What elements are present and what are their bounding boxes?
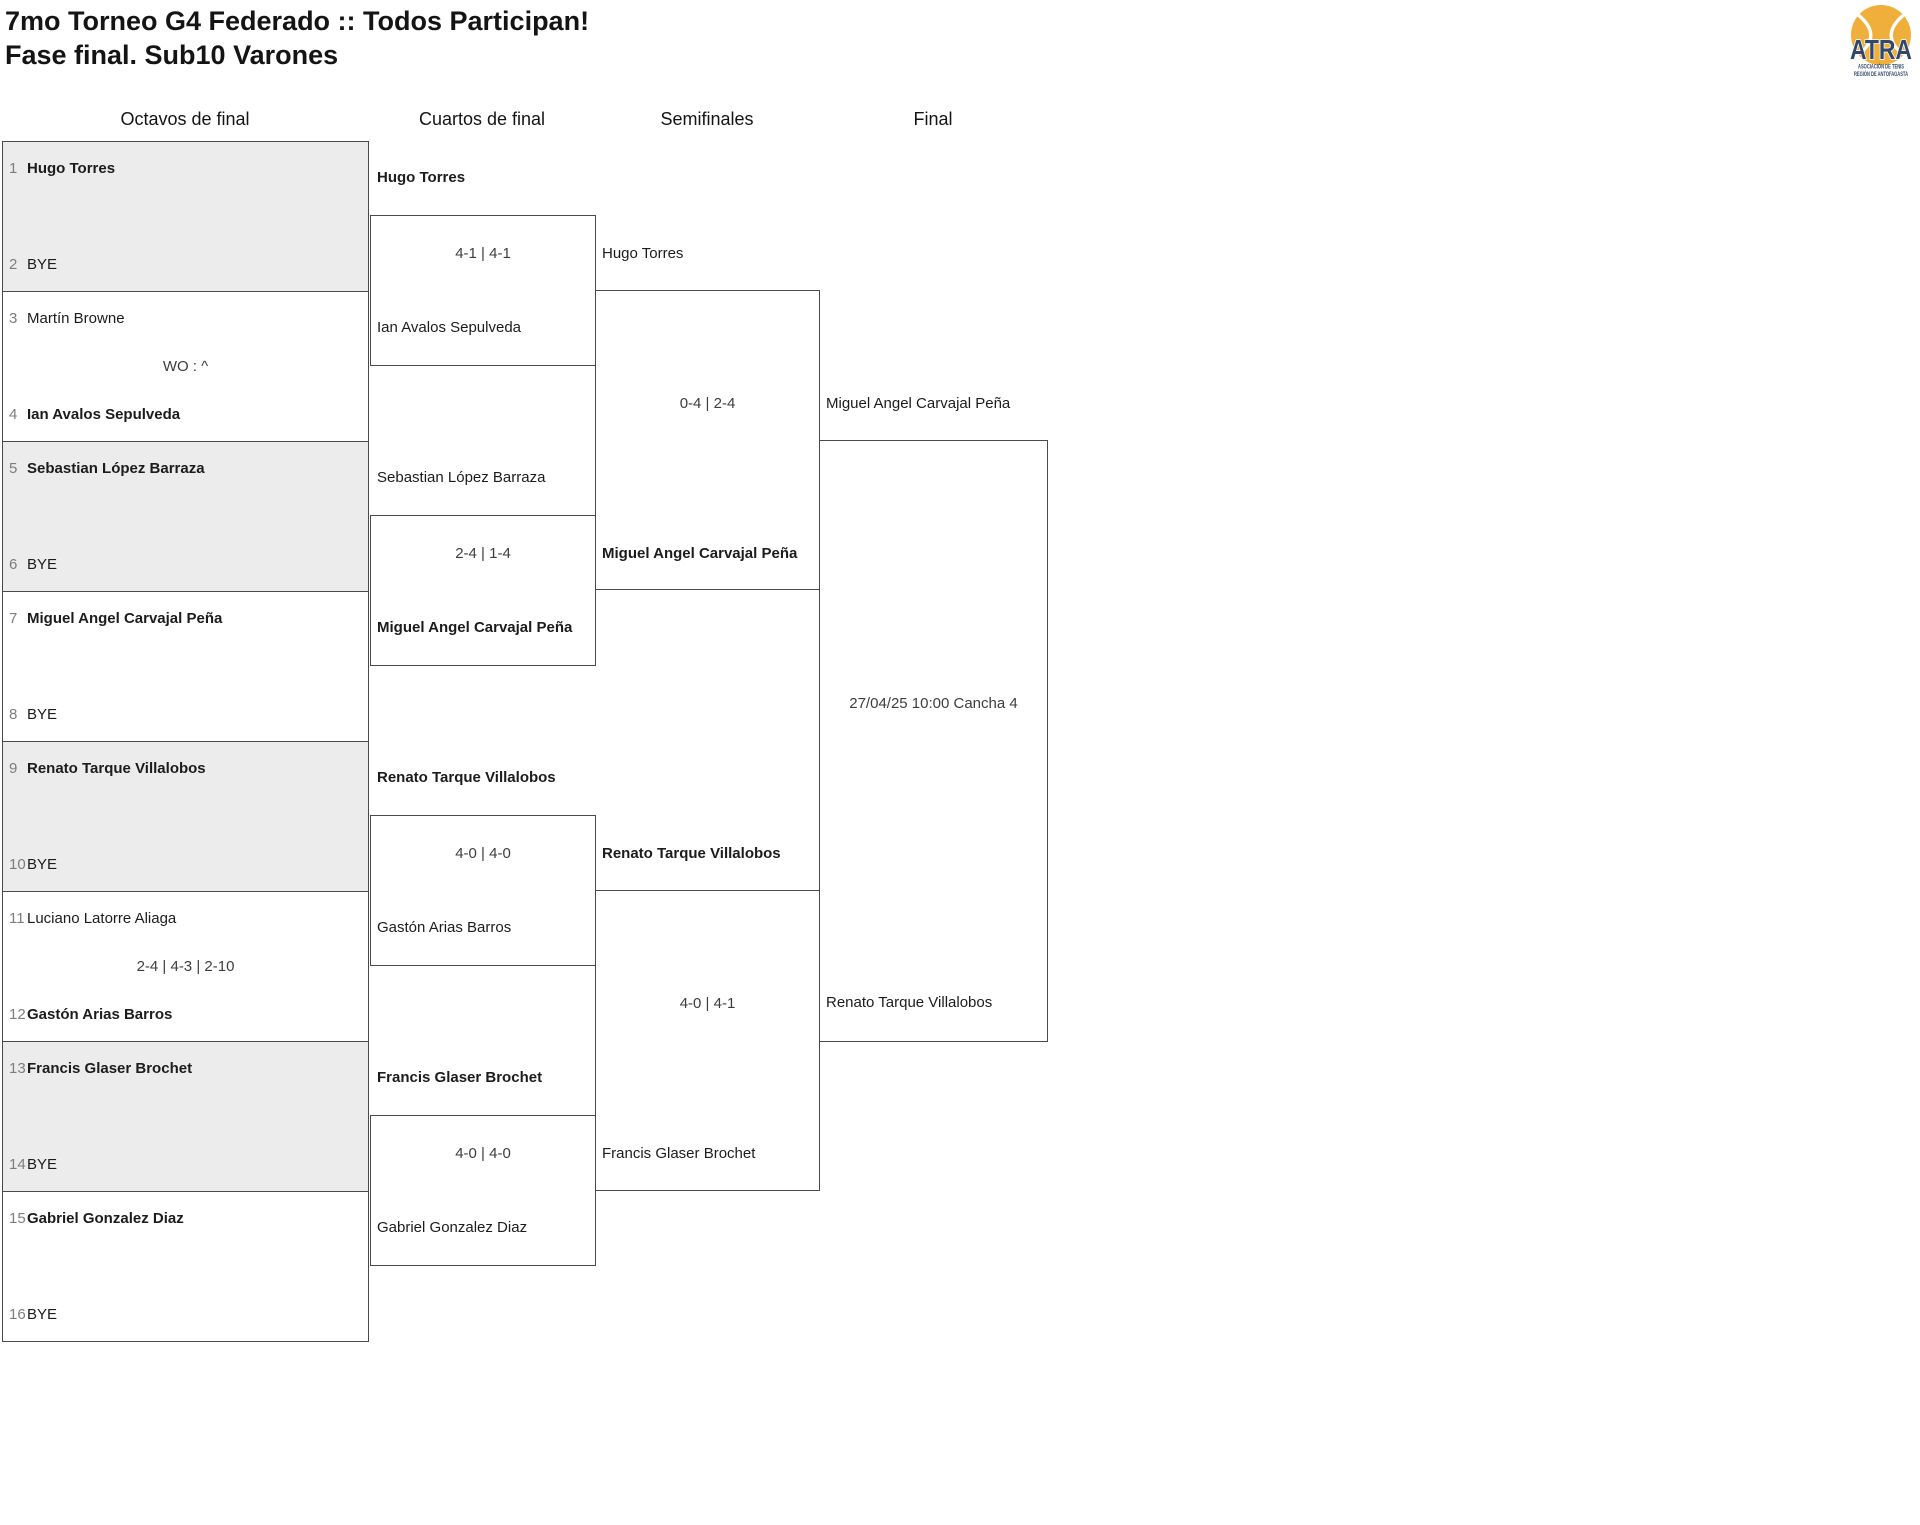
player-name: Luciano Latorre Aliaga bbox=[27, 910, 177, 927]
player-name: Renato Tarque Villalobos bbox=[602, 845, 781, 862]
sf-match-1: Hugo Torres 0-4 | 2-4 Miguel Angel Carva… bbox=[595, 245, 820, 590]
seed-number: 3 bbox=[9, 310, 18, 327]
atra-subtitle-line1: ASOCIACIÓN DE TENIS bbox=[1858, 63, 1904, 71]
bracket-slot-9: 9 Renato Tarque Villalobos bbox=[3, 760, 368, 778]
tournament-title-line1: 7mo Torneo G4 Federado :: Todos Particip… bbox=[5, 6, 590, 36]
seed-number: 5 bbox=[9, 460, 18, 477]
round-header-final: Final bbox=[913, 109, 953, 129]
player-name: Gastón Arias Barros bbox=[27, 1006, 173, 1023]
seed-number: 7 bbox=[9, 610, 18, 627]
bracket-slot-7: 7 Miguel Angel Carvajal Peña bbox=[3, 610, 368, 628]
player-name: BYE bbox=[27, 256, 58, 273]
player-name: Renato Tarque Villalobos bbox=[377, 769, 556, 786]
player-name: Hugo Torres bbox=[602, 245, 684, 262]
player-name: BYE bbox=[27, 1306, 58, 1323]
player-name: BYE bbox=[27, 556, 58, 573]
seed-number: 6 bbox=[9, 556, 18, 573]
atra-subtitle-line2: REGIÓN DE ANTOFAGASTA bbox=[1854, 70, 1908, 78]
player-name: Francis Glaser Brochet bbox=[27, 1060, 193, 1077]
player-name: Renato Tarque Villalobos bbox=[27, 760, 206, 777]
seed-number: 4 bbox=[9, 406, 18, 423]
atra-acronym: ATRA bbox=[1850, 34, 1912, 65]
player-name: Miguel Angel Carvajal Peña bbox=[377, 619, 573, 636]
atra-logo: ATRA ASOCIACIÓN DE TENIS REGIÓN DE ANTOF… bbox=[1845, 2, 1917, 82]
player-name: Hugo Torres bbox=[377, 169, 466, 186]
player-name: BYE bbox=[27, 856, 58, 873]
bracket-slot-2: 2 BYE bbox=[3, 256, 368, 274]
r16-match-15-16: 15 Gabriel Gonzalez Diaz 16 BYE bbox=[2, 1191, 369, 1342]
seed-number: 2 bbox=[9, 256, 18, 273]
player-name: Francis Glaser Brochet bbox=[602, 1145, 756, 1162]
bracket-slot-15: 15 Gabriel Gonzalez Diaz bbox=[3, 1210, 368, 1228]
bracket-slot-3: 3 Martín Browne bbox=[3, 310, 368, 328]
match-score: 2-4 | 1-4 bbox=[455, 545, 511, 562]
seed-number: 15 bbox=[9, 1210, 26, 1227]
seed-number: 16 bbox=[9, 1306, 26, 1323]
bracket-slot-16: 16 BYE bbox=[3, 1306, 368, 1324]
seed-number: 9 bbox=[9, 760, 18, 777]
r16-match-11-12: 11 Luciano Latorre Aliaga 2-4 | 4-3 | 2-… bbox=[2, 891, 369, 1042]
r16-match-13-14: 13 Francis Glaser Brochet 14 BYE bbox=[2, 1041, 369, 1192]
player-name: Miguel Angel Carvajal Peña bbox=[27, 610, 223, 627]
bracket-slot-6: 6 BYE bbox=[3, 556, 368, 574]
bracket-slot-12: 12 Gastón Arias Barros bbox=[3, 1006, 368, 1024]
bracket-slot-4: 4 Ian Avalos Sepulveda bbox=[3, 406, 368, 424]
player-name: Martín Browne bbox=[27, 310, 125, 327]
player-name: Ian Avalos Sepulveda bbox=[27, 406, 181, 423]
match-score: 4-0 | 4-0 bbox=[455, 1145, 511, 1162]
player-name: Gabriel Gonzalez Diaz bbox=[27, 1210, 184, 1227]
final-schedule: 27/04/25 10:00 Cancha 4 bbox=[849, 695, 1018, 712]
player-name: Miguel Angel Carvajal Peña bbox=[826, 395, 1011, 412]
match-score: 4-0 | 4-1 bbox=[679, 995, 736, 1012]
seed-number: 12 bbox=[9, 1006, 26, 1023]
round-header-octavos: Octavos de final bbox=[120, 109, 250, 129]
final-match: Miguel Angel Carvajal Peña 27/04/25 10:0… bbox=[819, 395, 1048, 1042]
seed-number: 10 bbox=[9, 856, 26, 873]
match-score: 4-0 | 4-0 bbox=[455, 845, 511, 862]
r16-match-3-4: 3 Martín Browne WO : ^ 4 Ian Avalos Sepu… bbox=[2, 291, 369, 442]
match-score: 2-4 | 4-3 | 2-10 bbox=[136, 958, 235, 975]
player-name: Hugo Torres bbox=[27, 160, 116, 177]
r16-match-9-10: 9 Renato Tarque Villalobos 10 BYE bbox=[2, 741, 369, 892]
round-header-semifinales: Semifinales bbox=[660, 109, 754, 129]
seed-number: 8 bbox=[9, 706, 18, 723]
seed-number: 1 bbox=[9, 160, 18, 177]
player-name: Sebastian López Barraza bbox=[377, 469, 546, 486]
player-name: Francis Glaser Brochet bbox=[377, 1069, 543, 1086]
player-name: Gabriel Gonzalez Diaz bbox=[377, 1219, 528, 1236]
bracket-slot-13: 13 Francis Glaser Brochet bbox=[3, 1060, 368, 1078]
player-name: Renato Tarque Villalobos bbox=[826, 994, 993, 1011]
qf-match-3: Renato Tarque Villalobos 4-0 | 4-0 Gastó… bbox=[370, 769, 596, 966]
bracket-slot-11: 11 Luciano Latorre Aliaga bbox=[3, 910, 368, 928]
seed-number: 14 bbox=[9, 1156, 26, 1173]
match-score: WO : ^ bbox=[162, 358, 209, 375]
player-name: Miguel Angel Carvajal Peña bbox=[602, 545, 798, 562]
player-name: Ian Avalos Sepulveda bbox=[377, 319, 522, 336]
atra-logo-graphic: ATRA ASOCIACIÓN DE TENIS REGIÓN DE ANTOF… bbox=[1849, 5, 1913, 78]
bracket-slot-14: 14 BYE bbox=[3, 1156, 368, 1174]
player-name: Sebastian López Barraza bbox=[27, 460, 205, 477]
bracket-slot-10: 10 BYE bbox=[3, 856, 368, 874]
tennis-ball-icon bbox=[1851, 5, 1911, 65]
phase-subtitle: Fase final. Sub10 Varones bbox=[5, 40, 339, 70]
qf-match-4: Francis Glaser Brochet 4-0 | 4-0 Gabriel… bbox=[370, 1069, 596, 1266]
match-score: 4-1 | 4-1 bbox=[455, 245, 511, 262]
bracket-slot-8: 8 BYE bbox=[3, 706, 368, 724]
bracket-slot-5: 5 Sebastian López Barraza bbox=[3, 460, 368, 478]
qf-match-1: Hugo Torres 4-1 | 4-1 Ian Avalos Sepulve… bbox=[370, 169, 596, 366]
r16-match-7-8: 7 Miguel Angel Carvajal Peña 8 BYE bbox=[2, 591, 369, 742]
match-score: 0-4 | 2-4 bbox=[679, 395, 736, 412]
r16-match-5-6: 5 Sebastian López Barraza 6 BYE bbox=[2, 441, 369, 592]
qf-match-2: Sebastian López Barraza 2-4 | 1-4 Miguel… bbox=[370, 469, 596, 666]
player-name: Gastón Arias Barros bbox=[377, 919, 512, 936]
player-name: BYE bbox=[27, 706, 58, 723]
tournament-title: 7mo Torneo G4 Federado :: Todos Particip… bbox=[5, 4, 589, 72]
sf-match-2: Renato Tarque Villalobos 4-0 | 4-1 Franc… bbox=[595, 845, 820, 1191]
round-header-cuartos: Cuartos de final bbox=[418, 109, 546, 129]
player-name: BYE bbox=[27, 1156, 58, 1173]
seed-number: 11 bbox=[9, 910, 25, 927]
bracket-slot-1: 1 Hugo Torres bbox=[3, 160, 368, 178]
seed-number: 13 bbox=[9, 1060, 26, 1077]
r16-match-1-2: 1 Hugo Torres 2 BYE bbox=[2, 141, 369, 292]
